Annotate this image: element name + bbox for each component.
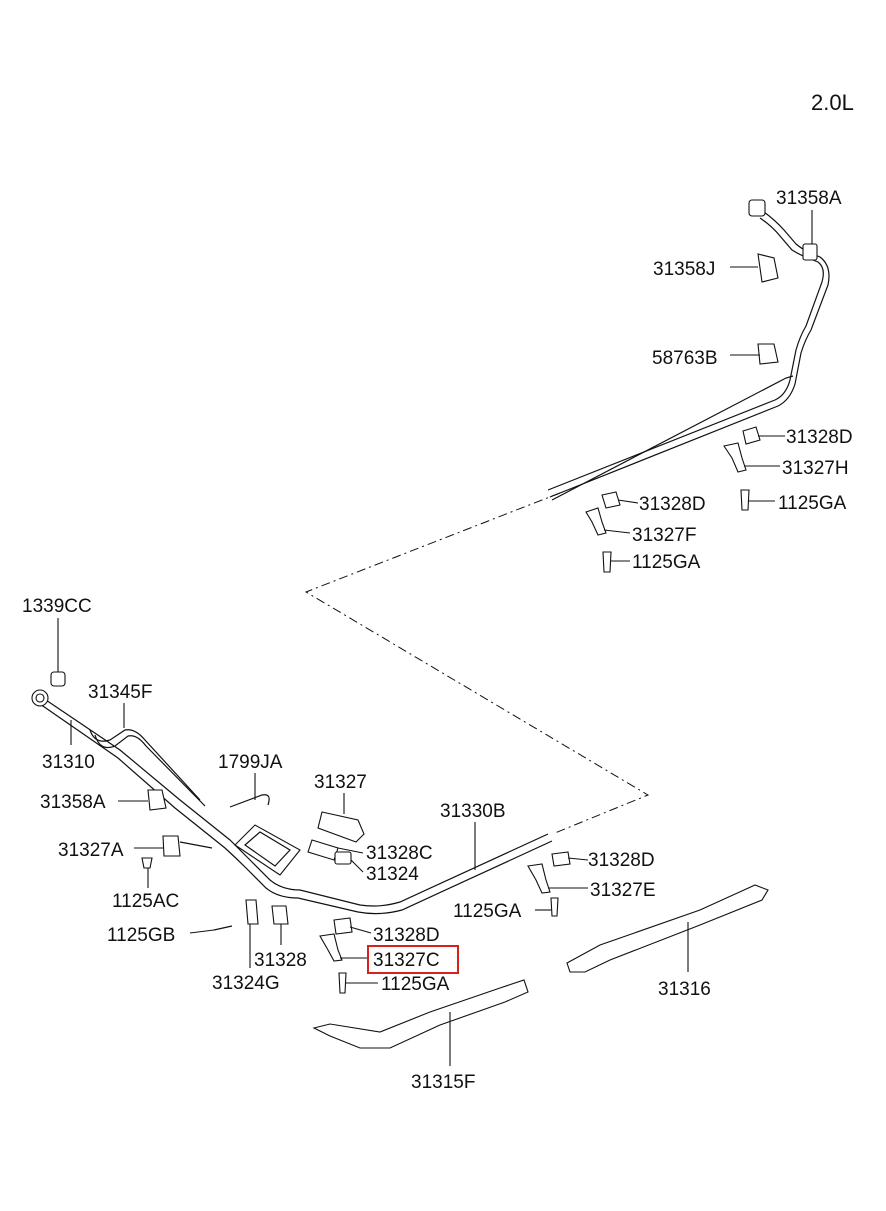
bracket-31328D-1 <box>742 426 761 445</box>
part-label-1339CC[interactable]: 1339CC <box>22 596 92 617</box>
bracket-31328D-4 <box>333 917 353 935</box>
bracket-31327 <box>317 811 365 843</box>
bolt-1125GA-3 <box>550 897 559 917</box>
grommet-1339CC <box>50 671 66 687</box>
part-label-1125GA-3[interactable]: 1125GA <box>453 901 522 922</box>
clip-31358A-left <box>147 789 167 811</box>
clip-31328C <box>307 839 339 861</box>
part-label-31358A-top[interactable]: 31358A <box>776 188 842 209</box>
wire-1799JA <box>229 794 270 808</box>
upper-fuel-pipe <box>547 211 830 501</box>
pipe-loop-bracket <box>234 824 301 876</box>
part-label-31345F[interactable]: 31345F <box>88 682 152 703</box>
part-label-31328D-4[interactable]: 31328D <box>373 925 440 946</box>
bracket-31328 <box>271 905 289 925</box>
engine-variant-label: 2.0L <box>811 90 854 115</box>
bolt-1125GA-2 <box>602 551 612 573</box>
part-label-1125GA-2[interactable]: 1125GA <box>632 552 701 573</box>
part-label-31327E[interactable]: 31327E <box>590 880 656 901</box>
part-label-31328D-2[interactable]: 31328D <box>639 494 706 515</box>
part-label-31316[interactable]: 31316 <box>658 979 711 1000</box>
part-label-31358J[interactable]: 31358J <box>653 259 715 280</box>
part-label-31328D-3[interactable]: 31328D <box>588 850 655 871</box>
part-label-1125AC[interactable]: 1125AC <box>112 891 179 912</box>
fuel-connector-clip-top <box>748 199 818 261</box>
bracket-31327H <box>723 442 747 473</box>
clip-31358J <box>757 253 779 283</box>
part-label-31327A[interactable]: 31327A <box>58 840 124 861</box>
part-label-1125GB[interactable]: 1125GB <box>107 925 175 946</box>
part-label-31327C[interactable]: 31327C <box>373 950 440 971</box>
part-label-58763B[interactable]: 58763B <box>652 348 718 369</box>
part-label-31330B[interactable]: 31330B <box>440 801 506 822</box>
screw-1125GB <box>213 925 233 931</box>
clip-31327A <box>162 835 213 857</box>
highlight-box <box>367 945 459 974</box>
part-label-31327F[interactable]: 31327F <box>632 525 696 546</box>
part-label-1799JA[interactable]: 1799JA <box>218 752 283 773</box>
part-label-31327H[interactable]: 31327H <box>782 458 849 479</box>
part-labels: 31358A 31358J 58763B 31328D 31327H 31328… <box>22 188 853 1093</box>
section-connection-outline <box>304 492 650 834</box>
part-label-31324G[interactable]: 31324G <box>212 973 280 994</box>
protector-31316 <box>566 884 769 973</box>
bracket-31327C <box>319 933 343 962</box>
bracket-31327F <box>585 507 607 536</box>
bolt-1125GA-1 <box>740 489 750 511</box>
part-label-31310[interactable]: 31310 <box>42 752 95 773</box>
bolt-1125GA-4 <box>338 972 347 994</box>
bracket-31328D-3 <box>551 851 571 867</box>
protector-31315F <box>312 979 529 1049</box>
clip-31324 <box>334 851 352 865</box>
part-label-1125GA-1[interactable]: 1125GA <box>778 493 847 514</box>
part-label-31328[interactable]: 31328 <box>254 950 307 971</box>
bracket-31324G <box>245 899 259 925</box>
part-label-31328C[interactable]: 31328C <box>366 843 433 864</box>
part-label-31324[interactable]: 31324 <box>366 864 419 885</box>
part-label-31315F[interactable]: 31315F <box>411 1072 475 1093</box>
bracket-31327E <box>527 863 551 894</box>
bracket-31328D-2 <box>601 491 621 509</box>
leader-lines <box>57 210 813 1066</box>
part-label-31358A-left[interactable]: 31358A <box>40 792 106 813</box>
clip-58763B <box>757 343 779 365</box>
part-label-31328D-1[interactable]: 31328D <box>786 427 853 448</box>
part-label-1125GA-4[interactable]: 1125GA <box>381 974 450 995</box>
part-label-31327[interactable]: 31327 <box>314 772 367 793</box>
screw-1125AC <box>141 857 153 869</box>
